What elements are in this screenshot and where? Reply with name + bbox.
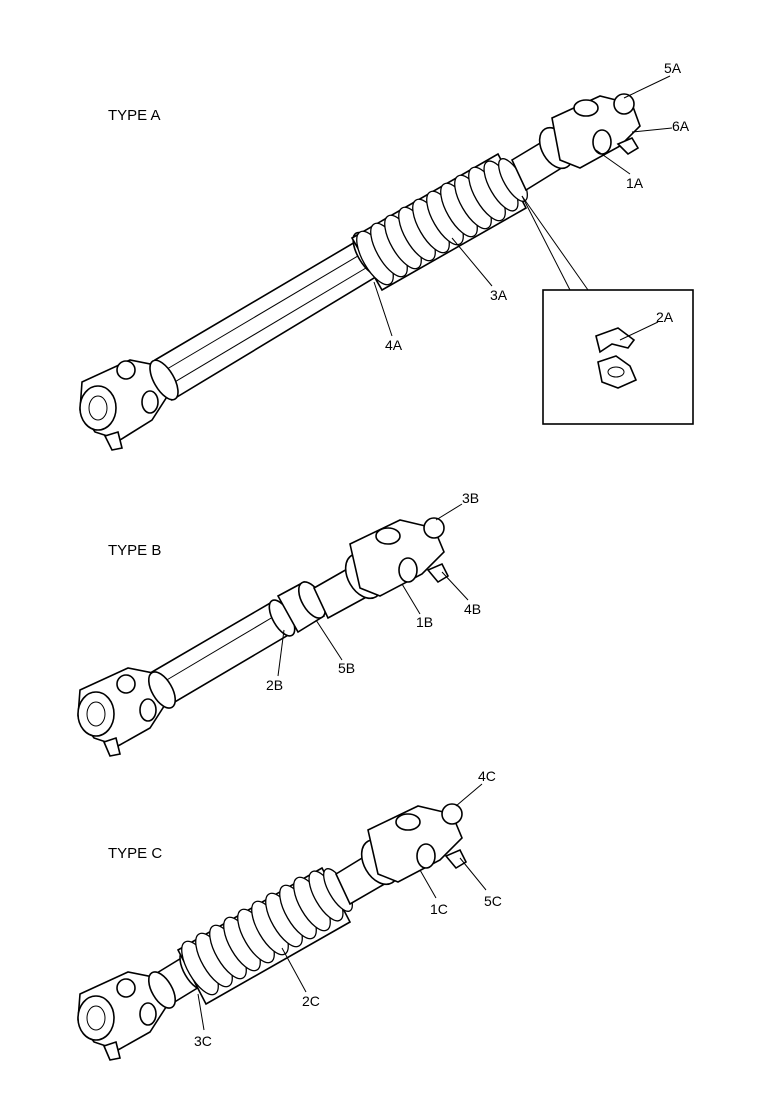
type-a-clip: [595, 327, 638, 389]
callout-2a: 2A: [656, 309, 674, 325]
type-a-upper-joint: [538, 93, 641, 170]
type-a-assembly: TYPE A: [79, 60, 694, 451]
type-b-lower-joint: [77, 667, 169, 757]
callout-2b: 2B: [266, 677, 283, 693]
type-a-label: TYPE A: [108, 107, 161, 124]
callout-3a: 3A: [490, 287, 508, 303]
callout-1a: 1A: [626, 175, 644, 191]
type-b-assembly: TYPE B: [77, 490, 481, 757]
callout-1c: 1C: [430, 901, 448, 917]
callout-3b: 3B: [462, 490, 479, 506]
type-b-upper-joint: [344, 517, 450, 600]
callout-4c: 4C: [478, 768, 496, 784]
callout-4a: 4A: [385, 337, 403, 353]
type-a-shaft: [153, 236, 386, 402]
callout-2c: 2C: [302, 993, 320, 1009]
callout-3c: 3C: [194, 1033, 212, 1049]
type-c-assembly: TYPE C: [77, 768, 502, 1061]
type-c-label: TYPE C: [108, 845, 162, 862]
callout-5b: 5B: [338, 660, 355, 676]
type-c-upper-joint: [360, 803, 468, 886]
type-c-boot: [176, 866, 353, 1006]
type-c-lower-joint: [77, 971, 169, 1061]
callout-6a: 6A: [672, 118, 690, 134]
type-a-lower-joint: [79, 359, 171, 451]
type-b-label: TYPE B: [108, 542, 161, 559]
callout-4b: 4B: [464, 601, 481, 617]
type-a-boot: [350, 152, 528, 292]
callout-5a: 5A: [664, 60, 682, 76]
callout-1b: 1B: [416, 614, 433, 630]
type-a-inset: [521, 195, 694, 425]
callout-5c: 5C: [484, 893, 502, 909]
